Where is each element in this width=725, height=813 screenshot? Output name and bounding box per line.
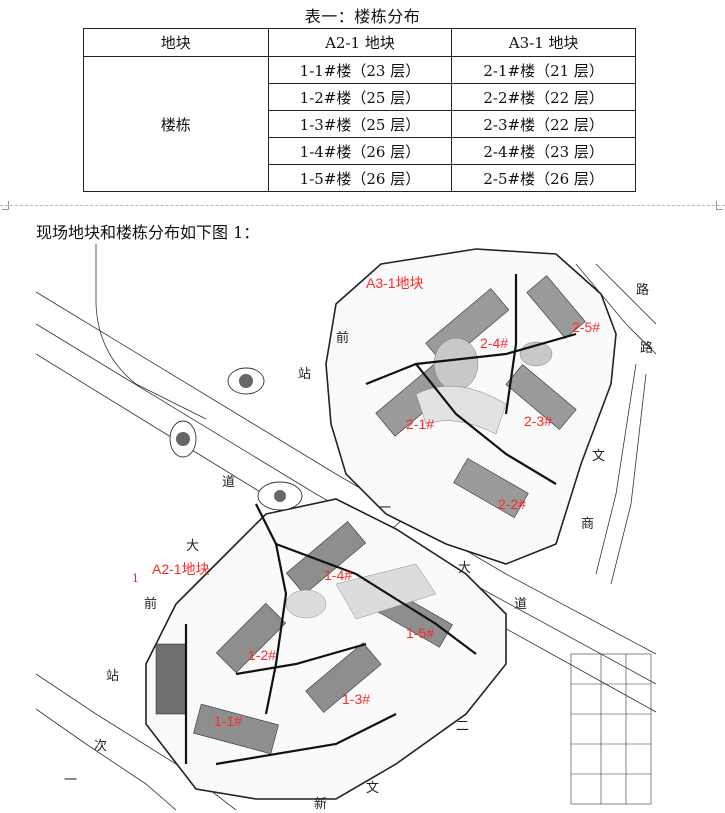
- label-building-2-5: 2-5#: [572, 319, 600, 335]
- road-char: 大: [458, 561, 471, 576]
- label-building-2-1: 2-1#: [406, 416, 434, 432]
- label-a3-1-plot: A3-1地块: [366, 275, 424, 291]
- site-plan-figure: 站 前 道 大 前 站 次 一 新 文 大 道 二 路 文 商 路 一 1 A3…: [36, 244, 656, 810]
- building-distribution-table: 地块 A2-1 地块 A3-1 地块 楼栋 1-1#楼（23 层） 2-1#楼（…: [83, 28, 636, 192]
- road-char: 道: [222, 475, 235, 490]
- label-building-1-4: 1-4#: [324, 567, 352, 583]
- road-char: 一: [378, 501, 391, 516]
- road-char: 站: [106, 669, 119, 684]
- table-row: 1-4#楼（26 层） 2-4#楼（23 层）: [84, 137, 636, 165]
- table-cell: 1-5#楼（26 层）: [267, 164, 453, 192]
- legend-panel: [570, 653, 652, 805]
- table-header-row: 地块 A2-1 地块 A3-1 地块: [83, 28, 636, 57]
- callout-icons: [176, 374, 286, 502]
- header-plot: 地块: [83, 28, 269, 57]
- table-cell: 2-2#楼（22 层）: [451, 83, 636, 111]
- label-a2-1-plot: A2-1地块: [152, 561, 210, 577]
- page-break-corner-right: [716, 201, 723, 210]
- table-row: 楼栋 1-1#楼（23 层） 2-1#楼（21 层）: [83, 56, 636, 192]
- road-char: 一: [64, 773, 77, 788]
- road-char: 二: [456, 719, 469, 734]
- label-building-1-1: 1-1#: [214, 713, 242, 729]
- a3-landscape: [415, 337, 553, 435]
- table-cell: 1-2#楼（25 层）: [267, 83, 453, 111]
- table-cell: 2-1#楼（21 层）: [451, 56, 636, 84]
- page-break-line: [0, 205, 725, 207]
- road-char: 站: [298, 367, 311, 382]
- road-char: 路: [640, 340, 653, 356]
- table-cell: 1-3#楼（25 层）: [267, 110, 453, 138]
- road-char: 路: [636, 282, 649, 298]
- red-labels: A3-1地块 A2-1地块 2-1# 2-2# 2-3# 2-4# 2-5# 1…: [152, 275, 600, 729]
- header-a2-1: A2-1 地块: [267, 28, 453, 57]
- header-a3-1: A3-1 地块: [451, 28, 636, 57]
- road-char: 文: [592, 449, 605, 464]
- table-cell: 2-4#楼（23 层）: [451, 137, 636, 165]
- road-char: 文: [366, 781, 379, 796]
- road-char: 前: [144, 596, 157, 612]
- table-cell: 1-4#楼（26 层）: [267, 137, 453, 165]
- road-char: 前: [336, 330, 349, 346]
- label-building-1-2: 1-2#: [248, 647, 276, 663]
- road-char: 次: [94, 738, 107, 754]
- utility-lines: [184, 274, 577, 766]
- road-char: 大: [186, 539, 199, 554]
- label-building-1-5: 1-5#: [406, 625, 434, 641]
- table-cell: 1-1#楼（23 层）: [267, 56, 453, 84]
- table-cell: 2-5#楼（26 层）: [451, 164, 636, 192]
- marker-number: 1: [132, 572, 139, 585]
- table-row: 1-3#楼（25 层） 2-3#楼（22 层）: [84, 110, 636, 138]
- table-caption: 表一：楼栋分布: [304, 7, 421, 26]
- road-char: 商: [581, 517, 594, 532]
- label-building-1-3: 1-3#: [342, 691, 370, 707]
- row-label-buildings: 楼栋: [83, 56, 269, 192]
- label-building-2-2: 2-2#: [498, 496, 526, 512]
- road-char: 道: [514, 597, 527, 612]
- table-row: 1-2#楼（25 层） 2-2#楼（22 层）: [84, 83, 636, 111]
- table-cell: 2-3#楼（22 层）: [451, 110, 636, 138]
- label-building-2-4: 2-4#: [480, 335, 508, 351]
- label-building-2-3: 2-3#: [524, 413, 552, 429]
- road-char: 新: [314, 796, 327, 810]
- table-row: 1-5#楼（26 层） 2-5#楼（26 层）: [84, 164, 636, 192]
- figure-intro-text: 现场地块和楼栋分布如下图 1：: [36, 223, 260, 242]
